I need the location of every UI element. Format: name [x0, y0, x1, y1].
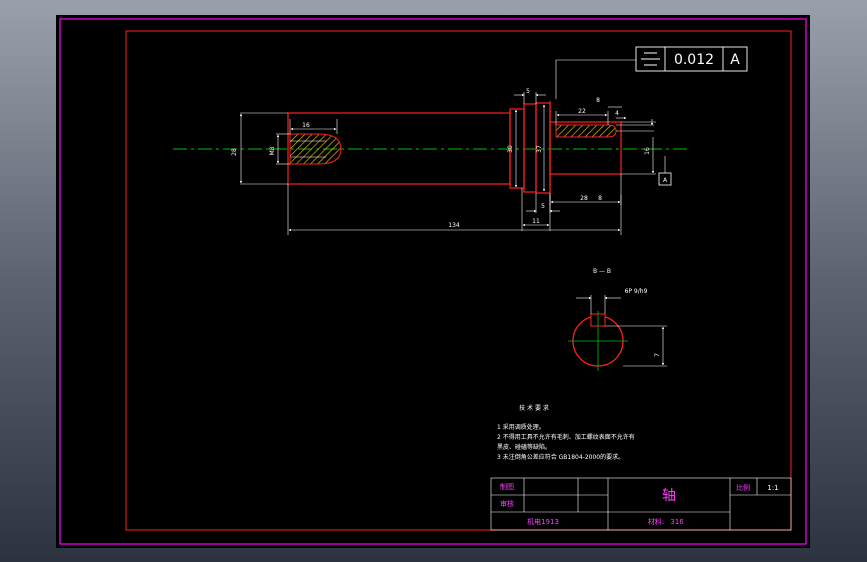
outer-frame	[59, 18, 807, 545]
drawing-border	[125, 30, 792, 531]
scale-label: 比例	[736, 483, 750, 492]
dim-16-right: 16	[644, 147, 651, 155]
tolerance-frame: 0.012 A	[635, 46, 748, 72]
symmetry-icon	[641, 52, 660, 66]
review-label: 审核	[500, 499, 514, 508]
title-block-text: 制图 审核 轴 比例 1:1 材料: 316 机电1913	[500, 482, 779, 526]
dim-16-bore: 16	[302, 122, 310, 129]
dimension-lines	[239, 59, 656, 235]
notes-line-3: 黑皮、碰磕等缺陷。	[497, 443, 551, 451]
dim-m8: M8	[269, 146, 276, 155]
dim-4: 4	[615, 110, 619, 117]
dim-28-key: 28	[580, 195, 588, 202]
keyway	[555, 124, 617, 138]
technical-notes: 技 术 要 求 1 采用调质处理。 2 不得用工具不允许有毛刺、加工螺纹表面不允…	[497, 404, 635, 461]
dim-134: 134	[448, 222, 460, 229]
scale-value: 1:1	[767, 484, 778, 492]
section-title: B — B	[593, 268, 611, 275]
threaded-bore	[289, 133, 342, 165]
part-name: 轴	[662, 488, 676, 504]
dim-22: 22	[578, 108, 586, 115]
drawing-sheet: 28 M8 16 30 37 5 5 11 134 22 8 4 28 8 16	[56, 15, 810, 548]
dim-37: 37	[536, 145, 543, 153]
shaft-body	[287, 101, 622, 195]
drawing-number: 机电1913	[527, 517, 559, 526]
datum-flag-label: A	[663, 177, 668, 184]
notes-line-4: 3 未注倒角公差应符合 GB1804-2000的要求。	[497, 453, 624, 461]
section-depth: 7	[654, 353, 661, 357]
material-value: 316	[670, 518, 684, 526]
dim-30: 30	[507, 145, 514, 153]
dim-8-top: 8	[596, 97, 600, 104]
tolerance-datum: A	[730, 52, 740, 68]
draw-label: 制图	[500, 482, 514, 491]
drawing-canvas: 28 M8 16 30 37 5 5 11 134 22 8 4 28 8 16	[59, 18, 807, 545]
dim-11: 11	[532, 218, 540, 225]
dimension-labels: 28 M8 16 30 37 5 5 11 134 22 8 4 28 8 16	[231, 88, 651, 229]
section-fit: 6P 9/h9	[625, 288, 648, 295]
title-block	[490, 477, 792, 531]
material-label: 材料:	[648, 517, 664, 526]
notes-line-2: 2 不得用工具不允许有毛刺、加工螺纹表面不允许有	[497, 433, 635, 441]
tolerance-value: 0.012	[674, 52, 714, 68]
notes-line-1: 1 采用调质处理。	[497, 423, 545, 431]
dim-8-bottom: 8	[598, 195, 602, 202]
notes-heading: 技 术 要 求	[519, 404, 549, 412]
datum-flag: A	[658, 156, 672, 186]
dim-5-top: 5	[526, 88, 530, 95]
dim-28-left: 28	[231, 148, 238, 156]
section-view: B — B 6P 9/h9 7	[568, 268, 667, 371]
dim-5-bottom: 5	[541, 203, 545, 210]
